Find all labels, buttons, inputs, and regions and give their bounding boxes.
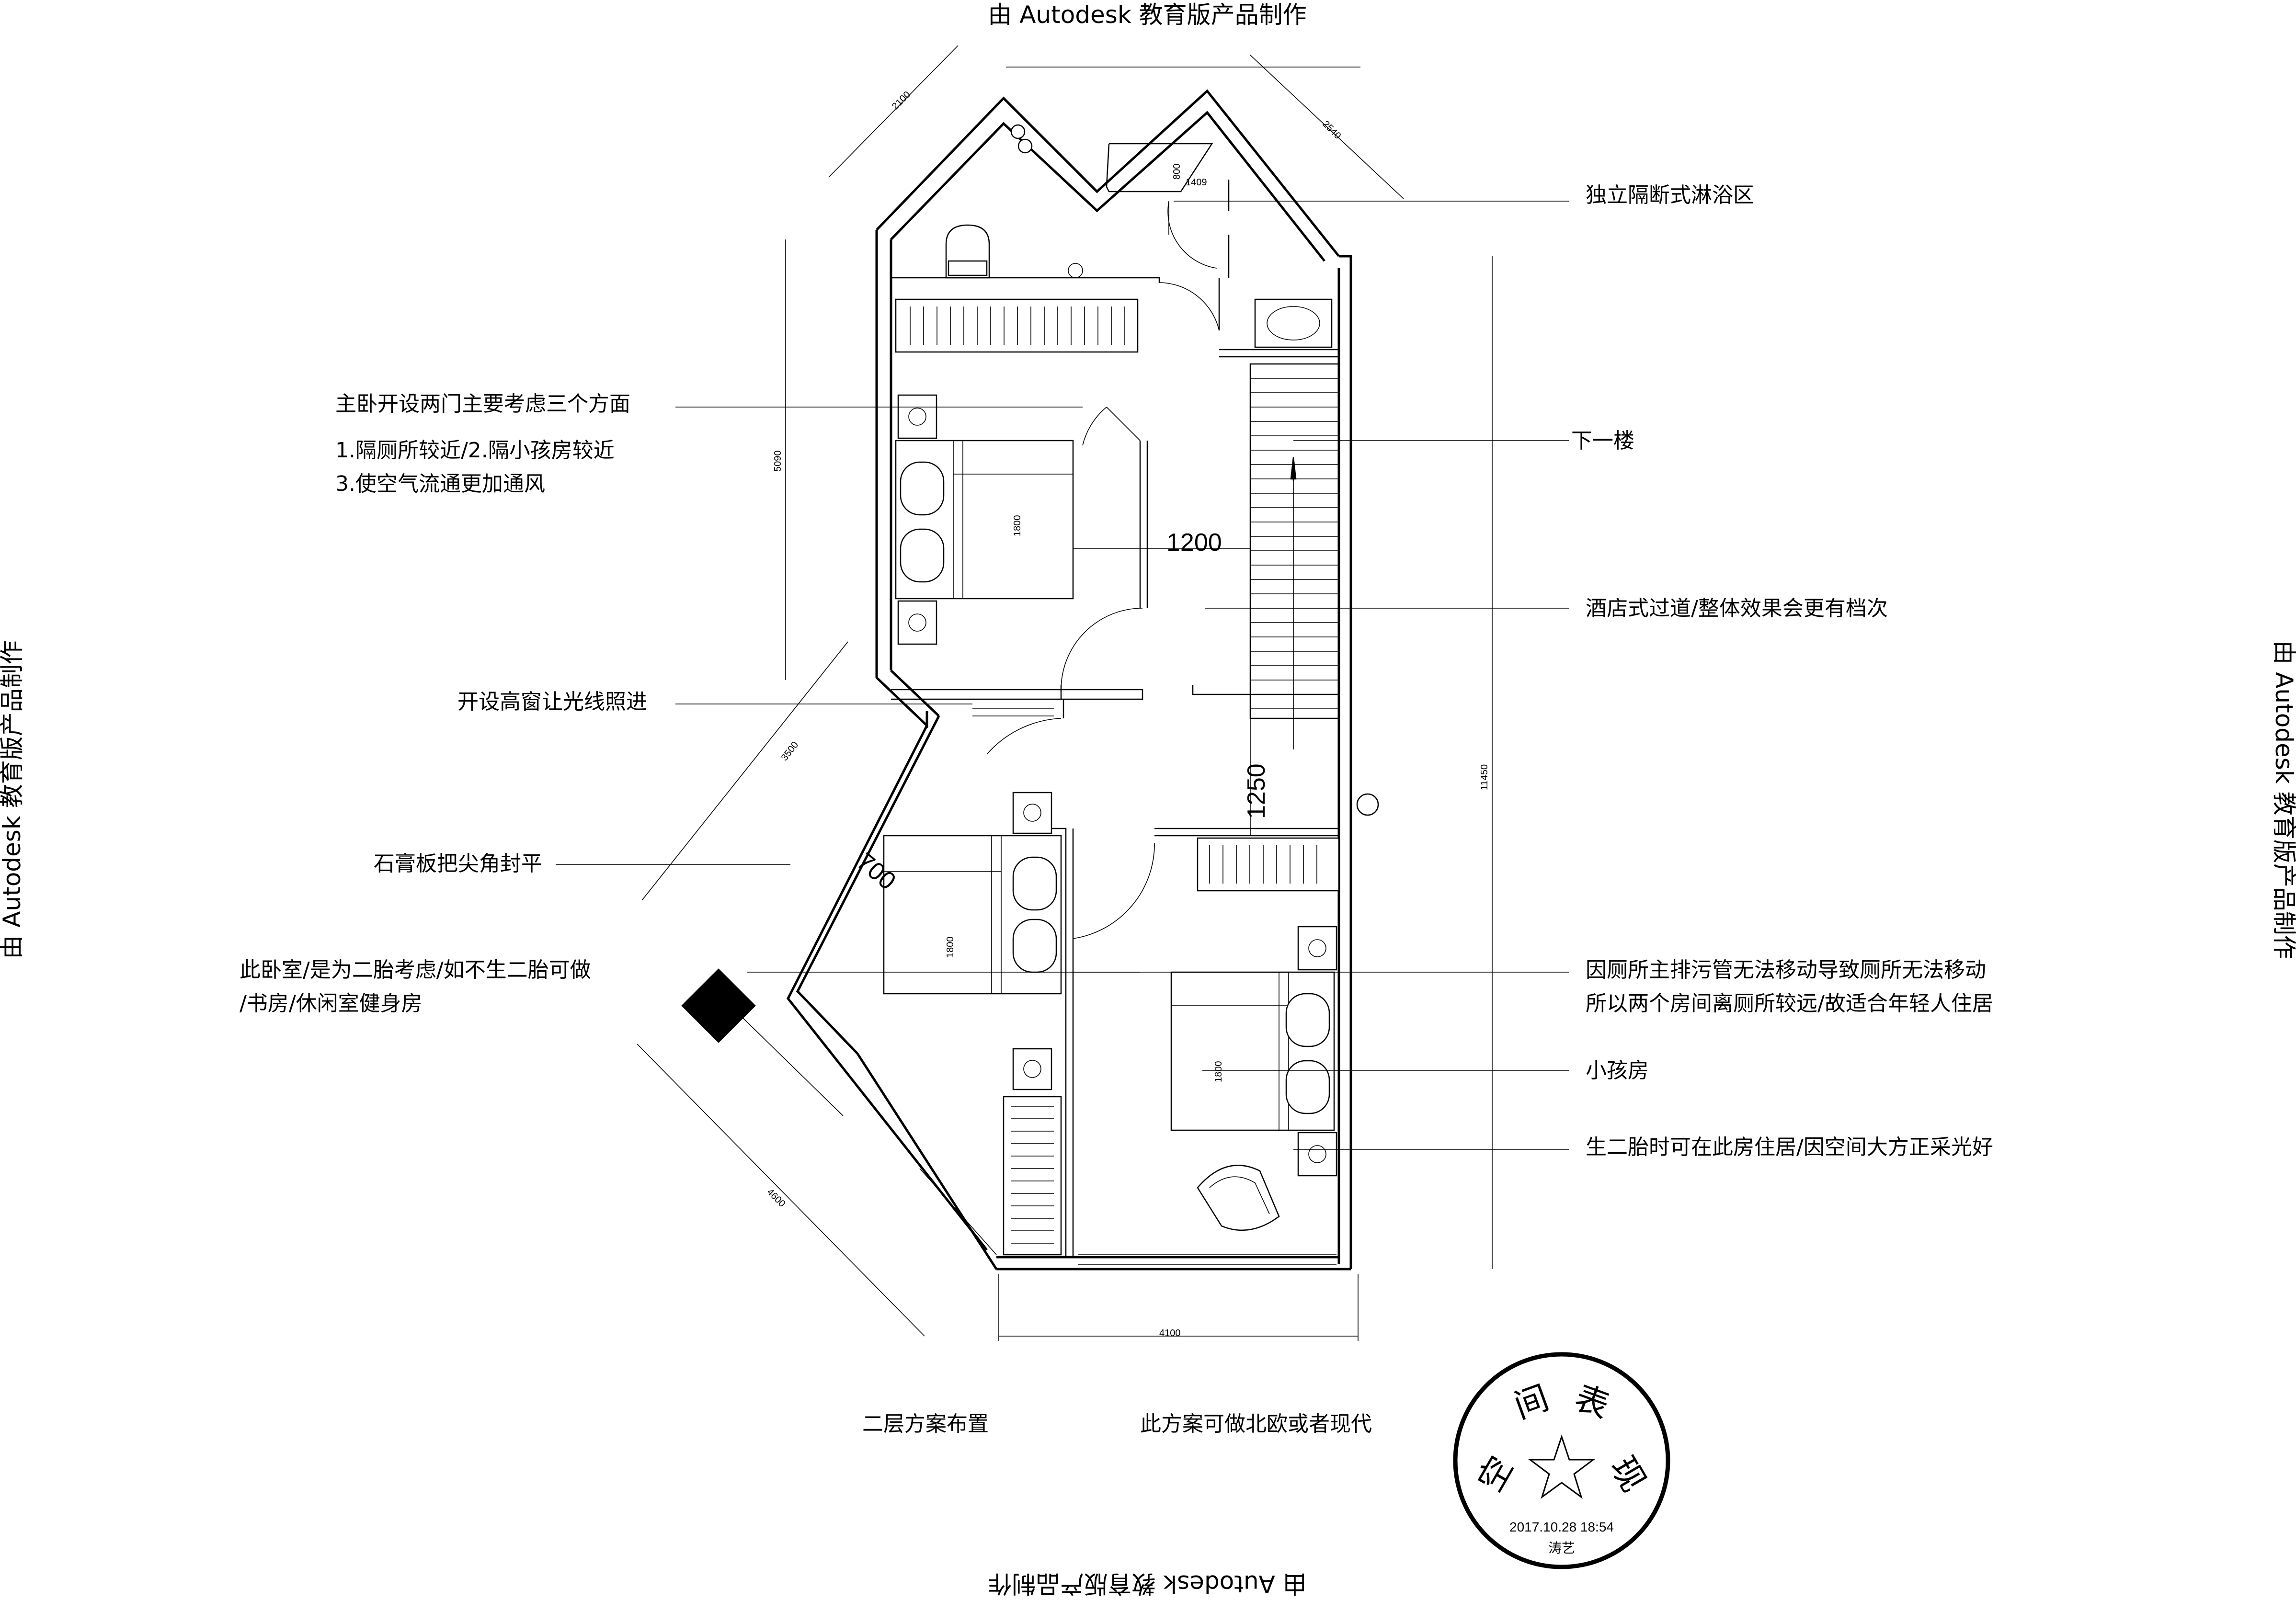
stamp-star-icon (1528, 1434, 1596, 1499)
note-bedroom-2: /书房/休闲室健身房 (240, 991, 423, 1016)
designer-stamp: 空 间 表 现 2017.10.28 18:54 涛艺 (1453, 1352, 1670, 1569)
caption-plan-title: 二层方案布置 (862, 1412, 989, 1436)
dim-4600: 4600 (765, 1187, 787, 1209)
lounge-chair (1197, 1165, 1280, 1231)
sink-tap (1010, 124, 1026, 139)
wardrobe-second (1003, 1096, 1062, 1256)
stamp-char-2: 间 (1509, 1378, 1554, 1426)
dim-800: 800 (1172, 164, 1182, 180)
wardrobes (895, 298, 1340, 1256)
dim-2100: 2100 (890, 90, 913, 112)
stamp-char-3: 表 (1569, 1378, 1614, 1426)
stamp-name: 涛艺 (1548, 1541, 1575, 1555)
dim-2540: 2540 (1320, 119, 1343, 141)
note-reason-1-2: 1.隔厕所较近/2.隔小孩房较近 (335, 438, 615, 463)
watermark-left: 由 Autodesk 教育版产品制作 (0, 640, 26, 959)
windows (740, 689, 1336, 1265)
wash-basin (1254, 298, 1333, 348)
stamp-char-1: 空 (1470, 1450, 1521, 1498)
note-master-doors: 主卧开设两门主要考虑三个方面 (335, 392, 630, 416)
dimension-lines (637, 45, 1493, 1341)
pillows (900, 461, 1330, 1114)
note-toilet-1: 因厕所主排污管无法移动导致厕所无法移动 (1586, 958, 1986, 982)
misc-furniture (681, 793, 1379, 1231)
dim-1800-second: 1800 (945, 937, 956, 958)
door-swings (986, 201, 1220, 939)
note-downstairs: 下一楼 (1571, 429, 1634, 453)
staircase (1249, 363, 1340, 749)
gypsum-corner-column (681, 968, 756, 1043)
dim-4100: 4100 (1159, 1328, 1181, 1339)
dim-1250: 1250 (1243, 763, 1270, 819)
dim-1409: 1409 (1186, 177, 1207, 188)
dim-11450: 11450 (1479, 764, 1490, 790)
watermark-right: 由 Autodesk 教育版产品制作 (2270, 640, 2296, 959)
note-high-window: 开设高窗让光线照进 (457, 690, 647, 714)
caption-style-note: 此方案可做北欧或者现代 (1140, 1412, 1372, 1436)
bathroom-fixtures (945, 124, 1333, 348)
watermark-bottom: 由 Autodesk 教育版产品制作 (988, 1570, 1306, 1598)
note-reason-3: 3.使空气流通更加通风 (335, 472, 545, 496)
leader-lines (556, 201, 1569, 1150)
dim-5090: 5090 (773, 451, 783, 472)
note-toilet-2: 所以两个房间离厕所较远/故适合年轻人住居 (1586, 991, 1993, 1016)
wardrobe-master (895, 298, 1139, 353)
dim-3500: 3500 (779, 739, 801, 763)
interior-walls (891, 143, 1339, 1257)
stamp-char-4: 现 (1603, 1450, 1654, 1498)
note-gypsum: 石膏板把尖角封平 (374, 851, 542, 876)
dim-1800-master: 1800 (1012, 515, 1023, 537)
note-second-child: 生二胎时可在此房住居/因空间大方正采光好 (1586, 1135, 1993, 1159)
watermark-top: 由 Autodesk 教育版产品制作 (988, 1, 1306, 29)
note-bedroom-1: 此卧室/是为二胎考虑/如不生二胎可做 (240, 958, 591, 982)
note-kids-room: 小孩房 (1586, 1058, 1649, 1083)
wardrobe-kids (1197, 837, 1340, 892)
note-corridor: 酒店式过道/整体效果会更有档次 (1586, 596, 1888, 621)
floor-drain (1356, 793, 1379, 816)
stamp-date: 2017.10.28 18:54 (1509, 1520, 1614, 1534)
dim-1200: 1200 (1166, 529, 1222, 556)
nightstands (897, 394, 1337, 1177)
dim-1800-kids: 1800 (1213, 1061, 1224, 1083)
note-shower: 独立隔断式淋浴区 (1586, 183, 1754, 207)
